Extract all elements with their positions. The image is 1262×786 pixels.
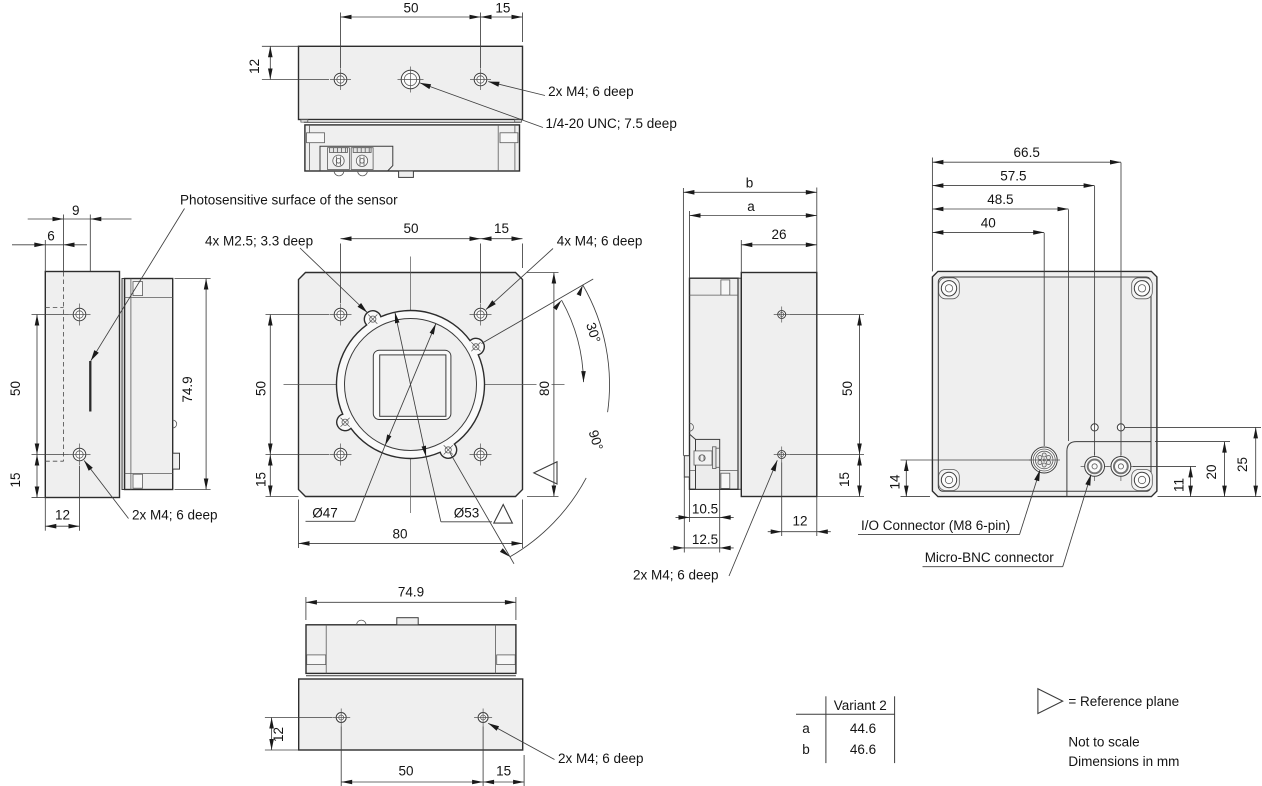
front-view: 50 15 50 15 80 80 Ø47 Ø53 30° 90° 4x M2.…	[205, 221, 643, 565]
legend-label: = Reference plane	[1068, 694, 1179, 709]
dim-label: 66.5	[1014, 145, 1040, 160]
legend-label: Not to scale	[1068, 734, 1139, 749]
dim-label: 12	[271, 727, 286, 742]
dim-label: 15	[494, 221, 509, 236]
callout-label: 2x M4; 6 deep	[558, 751, 644, 766]
left-view-plate-outline	[123, 277, 174, 491]
dim-label: 12.5	[692, 532, 718, 547]
dim-label: 20	[1204, 464, 1219, 479]
bottom-view-body-outline	[305, 624, 517, 675]
table-cell: b	[802, 742, 810, 757]
dim-label: 15	[254, 472, 269, 487]
reference-plane-mark	[492, 503, 514, 524]
dim-label: Ø53	[454, 506, 480, 521]
legend-label: Dimensions in mm	[1068, 754, 1179, 769]
cover-screw	[940, 471, 958, 489]
dim-label: 15	[495, 0, 510, 15]
dim-label: 50	[403, 221, 418, 236]
sensor-window-inner	[379, 354, 447, 417]
cover-screw	[940, 280, 958, 297]
terminal-screw	[332, 154, 345, 167]
dim-label: 26	[771, 227, 786, 242]
dim-label: 80	[392, 527, 407, 542]
dim-label: 50	[398, 764, 413, 779]
callout-label: 1/4-20 UNC; 7.5 deep	[546, 116, 677, 131]
dim-label: 80	[537, 381, 552, 396]
table-cell: a	[802, 721, 810, 736]
dim-label: 30°	[583, 321, 603, 345]
bottom-view: 74.9 12 50 15 2x M4; 6 deep	[264, 584, 644, 786]
back-view: 66.5 57.5 48.5 40 14 11 20 25 I/O Connec…	[858, 145, 1261, 568]
dim-label: 14	[888, 474, 903, 490]
dim-label: 50	[840, 381, 855, 396]
callout-label: 2x M4; 6 deep	[132, 508, 218, 523]
dim-label: 57.5	[1000, 169, 1026, 184]
callout-label: I/O Connector (M8 6-pin)	[861, 518, 1010, 533]
top-view: 50 15 12 2x M4; 6 deep 1/4-20 UNC; 7.5 d…	[247, 0, 677, 178]
dim-label: 12	[247, 59, 262, 74]
bottom-view-plate-outline	[298, 678, 524, 751]
terminal-screw	[355, 154, 369, 167]
callout-label: Micro-BNC connector	[925, 550, 1055, 565]
dim-label: 50	[254, 381, 269, 396]
dim-label: 15	[8, 472, 23, 487]
connector-recess	[1066, 441, 1151, 497]
dim-label: 15	[837, 472, 852, 487]
dim-label: 74.9	[180, 376, 195, 402]
variant-table: Variant 2 a 44.6 b 46.6	[796, 696, 896, 764]
dim-label: 6	[47, 228, 55, 243]
dim-label: a	[747, 199, 755, 214]
dim-label: 48.5	[987, 192, 1013, 207]
reference-plane-symbol	[1037, 687, 1064, 715]
table-cell: 44.6	[850, 721, 876, 736]
back-cover-inner	[937, 276, 1152, 492]
dim-label: 11	[1172, 478, 1187, 492]
dim-label: 12	[55, 508, 70, 523]
terminal-block	[319, 145, 394, 172]
callout-label: 2x M4; 6 deep	[633, 568, 719, 583]
left-view: 9 6 50 15 74.9 12 2x M4; 6 deep Photosen…	[8, 192, 398, 531]
dim-label: b	[746, 176, 754, 191]
dim-label: Ø47	[312, 506, 338, 521]
cover-screw	[1133, 471, 1151, 489]
dim-label: 90°	[586, 428, 606, 452]
cover-screw	[1133, 280, 1151, 297]
dim-label: 25	[1235, 457, 1250, 472]
legend: = Reference plane Not to scale Dimension…	[1037, 687, 1179, 769]
dim-label: 15	[496, 764, 511, 779]
table-header: Variant 2	[834, 698, 887, 713]
dim-label: 50	[8, 381, 23, 396]
callout-label: 2x M4; 6 deep	[548, 84, 634, 99]
dim-label: 9	[72, 203, 80, 218]
callout-label: 4x M2.5; 3.3 deep	[205, 233, 313, 248]
dim-label: 40	[981, 215, 996, 230]
dim-label: 74.9	[398, 584, 424, 599]
dim-label: 10.5	[692, 501, 718, 516]
dim-label: 12	[792, 514, 807, 529]
left-view-body-outline	[44, 270, 121, 499]
reference-plane-mark	[532, 460, 558, 485]
callout-label: Photosensitive surface of the sensor	[180, 192, 398, 207]
right-view-plate-outline	[740, 271, 818, 498]
callout-label: 4x M4; 6 deep	[557, 233, 643, 248]
table-cell: 46.6	[850, 742, 876, 757]
right-view: b a 26 50 15 10.5 12.5 12 2x M4; 6 deep	[633, 176, 864, 583]
dim-label: 50	[403, 0, 418, 15]
